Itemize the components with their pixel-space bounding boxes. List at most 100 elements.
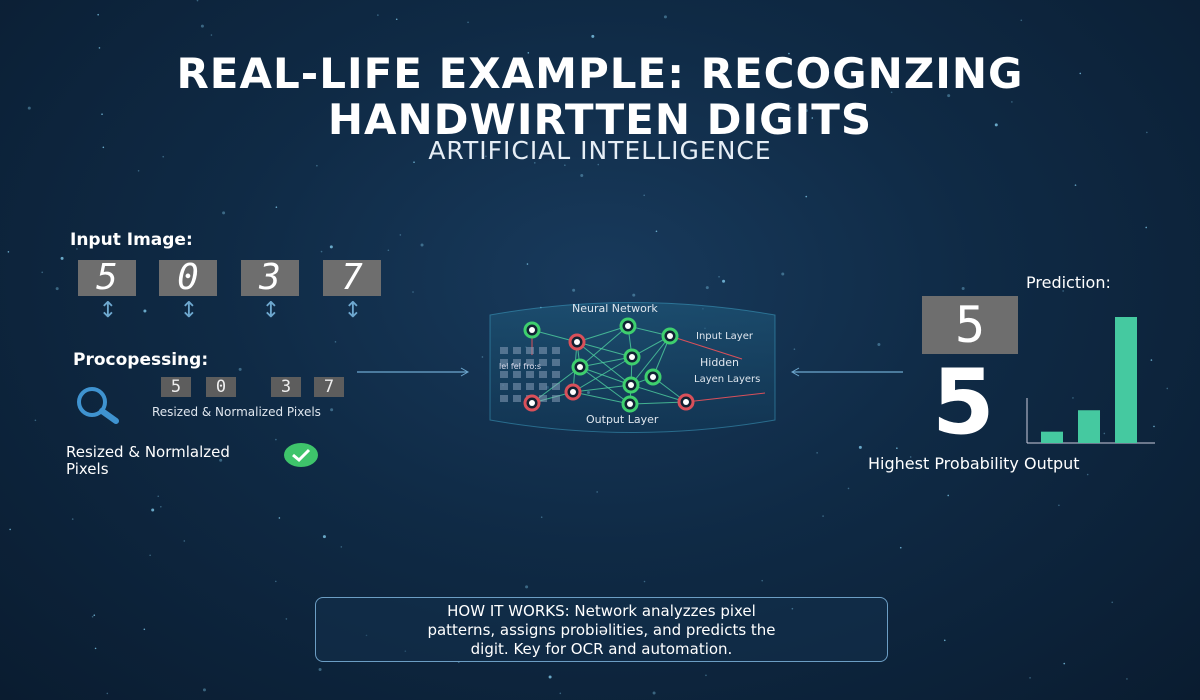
network-edge — [579, 325, 629, 368]
star — [485, 155, 487, 158]
star — [9, 528, 11, 531]
star — [183, 540, 186, 542]
star — [1058, 504, 1060, 507]
star — [748, 59, 750, 62]
star — [93, 614, 96, 617]
star — [101, 113, 103, 115]
star — [811, 117, 814, 119]
star — [1150, 359, 1153, 361]
star — [1145, 226, 1148, 229]
star — [540, 516, 543, 519]
star — [420, 243, 424, 247]
star — [533, 162, 536, 164]
star — [1111, 601, 1114, 604]
grid-text: lel fel fro:s — [499, 362, 542, 371]
arrow-to-network-icon — [357, 367, 470, 377]
star — [196, 0, 199, 2]
title-line-2: HANDWIRTTEN DIGITS — [327, 95, 873, 144]
star — [412, 291, 414, 293]
star — [285, 618, 288, 620]
updown-arrow-icon: ↕ — [343, 298, 363, 323]
pixel-cell — [526, 347, 534, 354]
star — [483, 75, 485, 78]
star — [160, 505, 162, 508]
star — [591, 34, 595, 38]
star — [655, 230, 658, 233]
pixel-cell — [500, 395, 508, 402]
star — [947, 494, 950, 497]
star — [559, 692, 562, 695]
node-core — [529, 327, 535, 333]
pixel-cell — [500, 347, 508, 354]
probability-bar — [1041, 431, 1063, 443]
star — [278, 517, 281, 519]
star — [91, 615, 94, 618]
network-edge — [630, 384, 687, 403]
node-core — [625, 323, 631, 329]
star — [994, 123, 998, 127]
star — [597, 163, 600, 166]
node-core — [570, 389, 576, 395]
label-connector — [669, 335, 743, 360]
star — [330, 408, 334, 412]
star — [858, 445, 862, 449]
star — [316, 164, 318, 167]
star — [395, 18, 398, 21]
star — [102, 146, 105, 149]
star — [27, 106, 31, 110]
input-digit: 0 — [159, 260, 217, 296]
star — [365, 634, 368, 637]
star — [804, 109, 808, 113]
star — [238, 367, 242, 371]
star — [60, 256, 64, 260]
star — [275, 438, 277, 441]
status-line-2: Pixels — [66, 460, 109, 478]
star — [275, 206, 278, 209]
star — [643, 194, 645, 197]
star — [1086, 473, 1089, 476]
star — [149, 554, 151, 557]
star — [909, 456, 912, 458]
prediction-digit: 5 — [932, 350, 995, 455]
pixel-cell — [539, 359, 547, 366]
star — [1153, 425, 1155, 428]
probability-bar-chart — [1026, 317, 1155, 444]
check-circle-icon — [284, 443, 318, 467]
pixel-cell — [552, 383, 560, 390]
star — [467, 21, 469, 24]
pixel-cell — [539, 395, 547, 402]
pixel-cell — [552, 395, 560, 402]
star — [548, 675, 552, 679]
how-line-3: digit. Key for OCR and automation. — [470, 640, 733, 658]
star — [404, 650, 407, 652]
probability-bar — [1115, 317, 1137, 443]
node-core — [529, 400, 535, 406]
star — [137, 169, 140, 172]
star — [210, 34, 213, 36]
star — [1062, 290, 1064, 292]
star — [202, 688, 206, 692]
node-core — [574, 339, 580, 345]
star — [377, 14, 379, 16]
star — [527, 52, 530, 54]
network-edge — [572, 384, 632, 393]
star — [94, 647, 97, 650]
preprocessed-digit: 7 — [314, 377, 344, 397]
star — [1011, 101, 1013, 103]
star — [151, 508, 155, 512]
star — [947, 94, 951, 98]
pixel-cell — [500, 371, 508, 378]
star — [632, 293, 636, 297]
star — [652, 691, 656, 695]
output-layer-label: Output Layer — [586, 413, 659, 426]
star — [157, 495, 160, 498]
star — [387, 249, 390, 252]
star — [334, 341, 337, 343]
neural-network-diagram — [489, 302, 776, 433]
network-title: Neural Network — [572, 302, 658, 315]
input-digit: 7 — [323, 260, 381, 296]
star — [34, 419, 37, 422]
prediction-label: Prediction: — [1026, 273, 1111, 292]
star — [274, 580, 277, 583]
